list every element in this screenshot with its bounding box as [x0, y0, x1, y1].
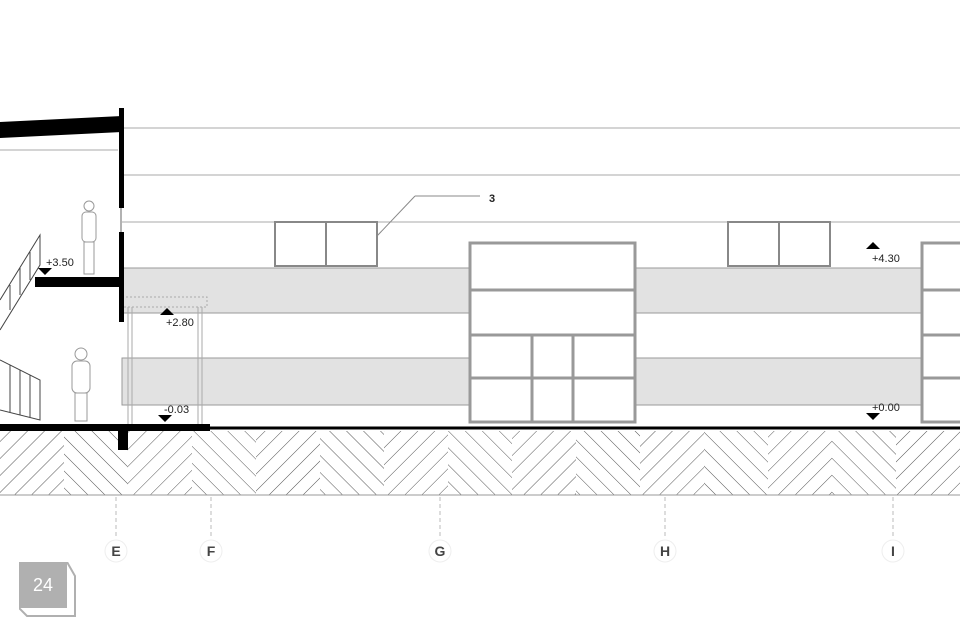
entrance-door [468, 241, 637, 424]
grid-axis-label: E [111, 543, 120, 559]
hatch-block [768, 431, 832, 495]
hatch-block [0, 431, 64, 495]
grid-axis-label: F [207, 543, 216, 559]
hatch-block [256, 431, 320, 495]
ground-hatch [0, 431, 960, 495]
grid-axis-bubble [199, 539, 223, 563]
page-number: 24 [19, 562, 67, 608]
hatch-block [640, 431, 704, 495]
canopy [121, 296, 208, 425]
grid-axis-label: H [660, 543, 670, 559]
level-markers [38, 242, 880, 422]
grid-axis-label: G [435, 543, 446, 559]
grid-axis-label: I [891, 543, 895, 559]
hatch-block [192, 431, 256, 495]
stair-railing [0, 233, 41, 421]
level-parapet: +4.30 [872, 253, 900, 265]
entrance-door-right [920, 241, 960, 424]
level-upper-floor: +3.50 [46, 257, 74, 269]
grid-axis-bubble [881, 539, 905, 563]
hatch-block [576, 431, 640, 495]
grid-axis-bubble [428, 539, 452, 563]
level-ground: +0.00 [872, 402, 900, 414]
hatch-block [448, 431, 512, 495]
hatch-block [384, 431, 448, 495]
level-canopy: +2.80 [166, 317, 194, 329]
hatch-block [512, 431, 576, 495]
hatch-block [704, 431, 768, 495]
hatch-block [896, 431, 960, 495]
clerestory-window [274, 221, 831, 267]
section-building [0, 108, 128, 450]
hatch-block [320, 431, 384, 495]
grid-axis-bubble [653, 539, 677, 563]
page-number-badge: 24 [19, 562, 76, 617]
level-interior-floor: -0.03 [164, 404, 189, 416]
hatch-block [832, 431, 896, 495]
hatch-block [64, 431, 128, 495]
grid-axis-bubble [104, 539, 128, 563]
hatch-block [128, 431, 192, 495]
callout-label: 3 [489, 193, 495, 205]
human-figure [71, 200, 97, 422]
